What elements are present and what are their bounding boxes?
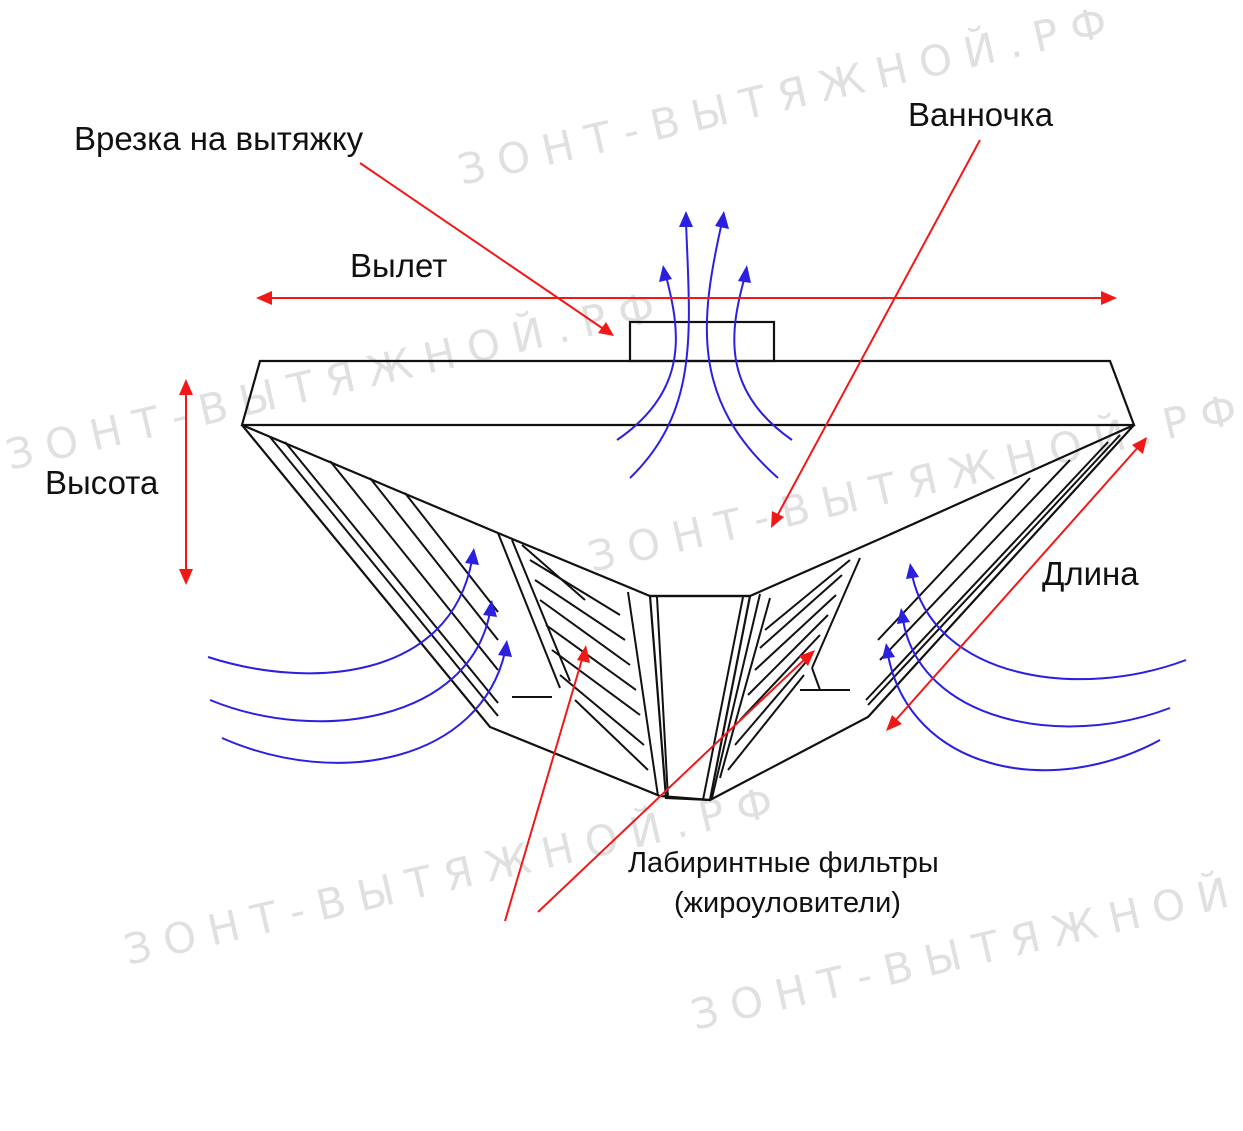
arrowhead-icon — [897, 608, 910, 624]
airflow-in-arrow-left — [207, 559, 473, 675]
overhang-label: Вылет — [350, 247, 447, 284]
filter-pointer-line — [537, 657, 807, 913]
connection-label: Врезка на вытяжку — [74, 120, 364, 157]
arrowhead-icon — [498, 640, 512, 657]
arrowhead-icon — [771, 511, 784, 528]
airflow-arrows — [207, 211, 1187, 772]
filters-label-line2: (жироуловители) — [674, 887, 901, 919]
arrowhead-icon — [886, 715, 902, 731]
arrowhead-icon — [715, 211, 729, 229]
airflow-up-arrow — [616, 275, 677, 441]
airflow-in-arrow-right — [887, 654, 1161, 772]
filters-label-line1: Лабиринтные фильтры — [628, 847, 939, 879]
arrowhead-icon — [598, 322, 614, 336]
arrowhead-icon — [1101, 291, 1117, 305]
center-panel — [648, 594, 752, 802]
arrowhead-icon — [799, 650, 815, 666]
arrowhead-icon — [679, 211, 693, 227]
length-label: Длина — [1042, 555, 1139, 592]
airflow-in-arrow-right — [902, 619, 1171, 728]
center-panel-line — [702, 596, 744, 801]
hood-body — [240, 320, 1136, 802]
watermark-text: ЗОНТ-ВЫТЯЖНОЙ.РФ — [583, 381, 1243, 582]
right-filter-panel — [711, 557, 861, 799]
center-panel-line — [656, 596, 669, 799]
filter-pointer-line — [504, 655, 584, 922]
airflow-in-arrow-left — [221, 651, 506, 764]
arrowhead-icon — [577, 645, 590, 663]
arrowhead-icon — [659, 265, 672, 282]
length-dimension-line — [893, 444, 1141, 723]
arrowhead-icon — [256, 291, 272, 305]
height-label: Высота — [45, 464, 159, 501]
right-side-stripes — [865, 434, 1121, 706]
arrowhead-icon — [882, 643, 895, 659]
airflow-up-arrow — [733, 275, 793, 441]
arrowhead-icon — [1132, 437, 1147, 454]
watermark-text: ЗОНТ-ВЫТЯЖНОЙ.РФ — [1, 279, 672, 480]
airflow-up-arrow — [629, 221, 690, 479]
arrowhead-icon — [906, 563, 919, 579]
dimension-arrows — [179, 139, 1147, 922]
arrowhead-icon — [738, 265, 751, 283]
arrowhead-icon — [179, 379, 193, 395]
arrowhead-icon — [465, 548, 479, 565]
connection-pointer-line — [359, 162, 606, 331]
airflow-in-arrow-left — [209, 611, 491, 723]
airflow-in-arrow-right — [911, 574, 1187, 681]
airflow-up-arrow — [705, 221, 779, 479]
left-side-stripes — [269, 436, 499, 717]
arrowhead-icon — [483, 600, 497, 617]
tray-label: Ванночка — [908, 96, 1054, 133]
left-filter-panel — [497, 532, 659, 797]
arrowhead-icon — [179, 569, 193, 585]
tray-pointer-line — [775, 139, 981, 519]
labels: Врезка на вытяжку Ванночка Вылет Высота … — [45, 96, 1139, 919]
